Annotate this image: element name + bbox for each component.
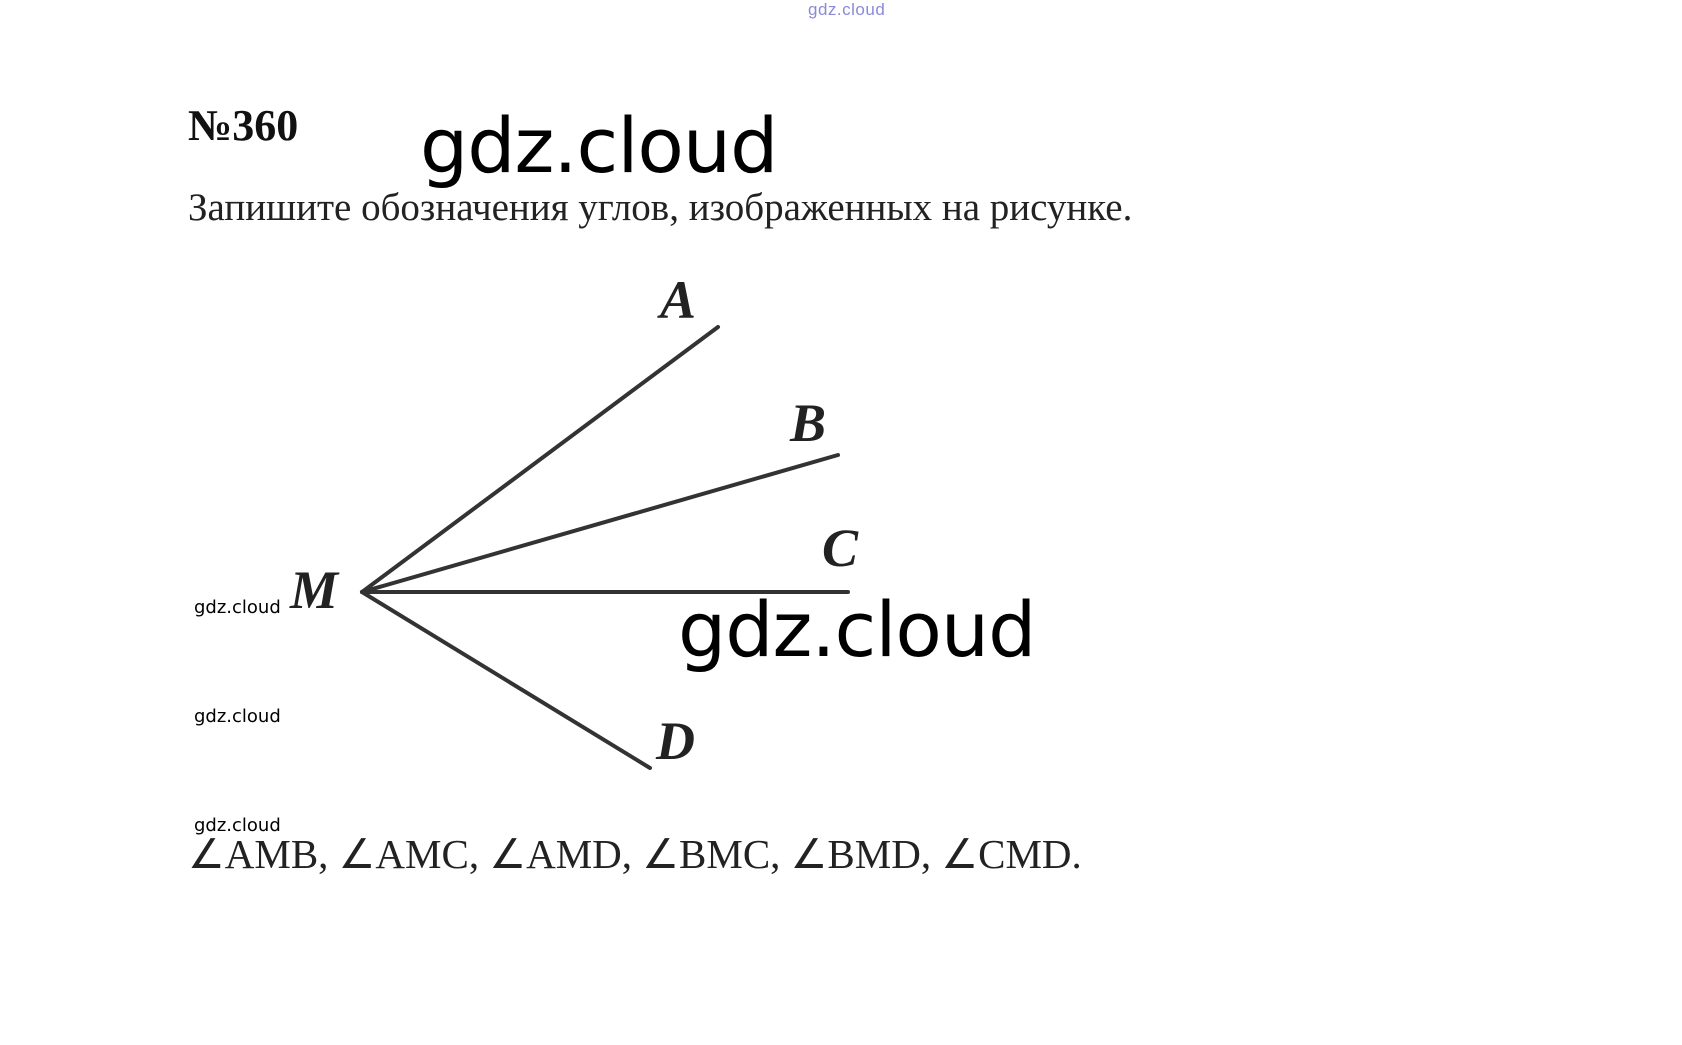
- header-watermark: gdz.cloud: [808, 0, 886, 19]
- watermark-small-2: gdz.cloud: [194, 706, 281, 727]
- ray-mb: [360, 453, 840, 594]
- ray-md: [360, 590, 652, 770]
- label-point-d: D: [655, 711, 695, 771]
- watermark-large-1: gdz.cloud: [420, 101, 778, 190]
- task-text: Запишите обозначения углов, изображенных…: [188, 186, 1133, 229]
- ray-ma: [360, 325, 720, 594]
- problem-number: №360: [188, 101, 299, 150]
- label-vertex-m: M: [289, 560, 340, 620]
- watermark-small-1: gdz.cloud: [194, 597, 281, 618]
- label-point-b: B: [789, 393, 826, 453]
- rays-group: [360, 325, 850, 770]
- watermark-small-3: gdz.cloud: [194, 815, 281, 836]
- answer-text: ∠AMB, ∠AMC, ∠AMD, ∠BMC, ∠BMD, ∠CMD.: [188, 831, 1082, 877]
- label-point-a: A: [657, 270, 696, 330]
- label-point-c: C: [822, 518, 859, 578]
- watermark-large-2: gdz.cloud: [678, 585, 1036, 674]
